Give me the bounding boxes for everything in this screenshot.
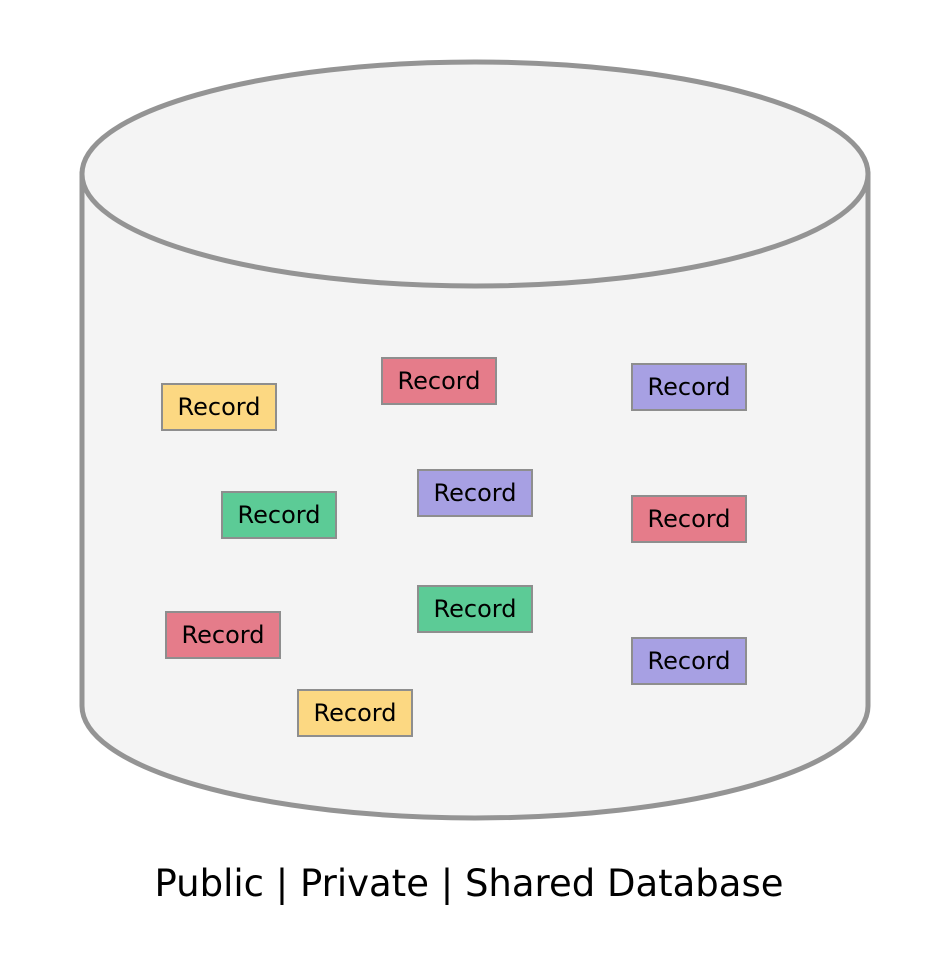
record-yellow-1: Record (161, 383, 277, 431)
record-green-1: Record (221, 491, 337, 539)
record-red-2: Record (631, 495, 747, 543)
record-red-1: Record (381, 357, 497, 405)
record-purple-3: Record (631, 637, 747, 685)
cylinder-top (79, 59, 871, 289)
database-caption: Public | Private | Shared Database (154, 862, 784, 905)
record-red-3: Record (165, 611, 281, 659)
record-purple-1: Record (631, 363, 747, 411)
record-green-2: Record (417, 585, 533, 633)
record-yellow-2: Record (297, 689, 413, 737)
record-purple-2: Record (417, 469, 533, 517)
